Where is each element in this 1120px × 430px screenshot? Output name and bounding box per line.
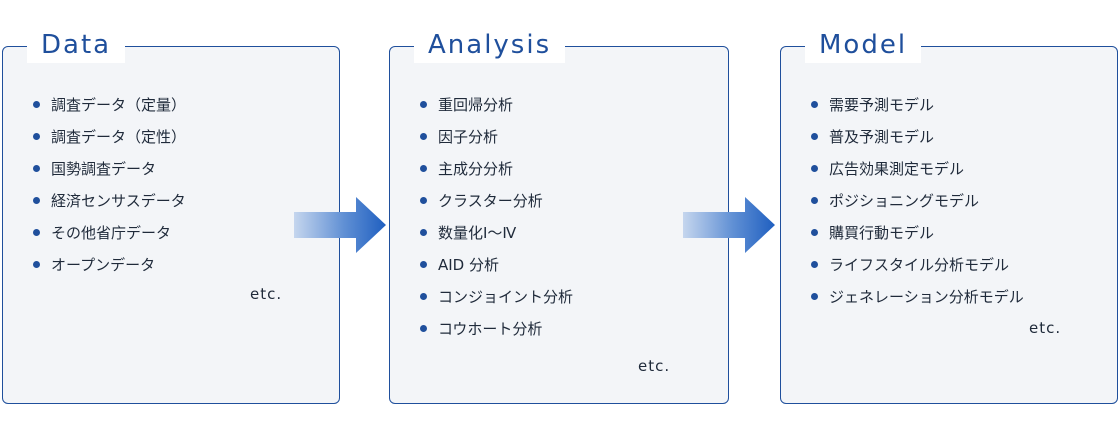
item-label: コウホート分析 [438, 320, 543, 338]
item-label: 調査データ（定量） [51, 96, 187, 114]
list-item: コウホート分析 [420, 313, 573, 345]
list-item: ライフスタイル分析モデル [811, 249, 1024, 281]
list-item: AID 分析 [420, 249, 573, 281]
dot-bullet-icon [33, 261, 40, 268]
dot-bullet-icon [33, 101, 40, 108]
list-item: 需要予測モデル [811, 89, 1024, 121]
item-label: 購買行動モデル [829, 224, 935, 242]
right-arrow-icon [683, 197, 775, 253]
dot-bullet-icon [420, 197, 427, 204]
item-label: 因子分析 [438, 128, 499, 146]
dot-bullet-icon [811, 133, 818, 140]
dot-bullet-icon [420, 325, 427, 332]
list-item: 重回帰分析 [420, 89, 573, 121]
item-label: ジェネレーション分析モデル [829, 288, 1024, 306]
dot-bullet-icon [811, 229, 818, 236]
model-panel: Model 需要予測モデル 普及予測モデル 広告効果測定モデル ポジショニングモ… [780, 27, 1118, 404]
list-item: クラスター分析 [420, 185, 573, 217]
dot-bullet-icon [811, 261, 818, 268]
panel-title: Data [27, 27, 126, 63]
list-item: オープンデータ [33, 249, 186, 281]
list-item: 数量化Ⅰ～Ⅳ [420, 217, 573, 249]
dot-bullet-icon [420, 229, 427, 236]
item-label: 数量化Ⅰ～Ⅳ [438, 224, 517, 242]
list-item: 主成分分析 [420, 153, 573, 185]
panel-title: Analysis [414, 27, 566, 63]
item-list: 調査データ（定量） 調査データ（定性） 国勢調査データ 経済センサスデータ その… [33, 89, 186, 281]
dot-bullet-icon [811, 101, 818, 108]
list-item: 調査データ（定量） [33, 89, 186, 121]
right-arrow-icon [294, 197, 386, 253]
data-panel: Data 調査データ（定量） 調査データ（定性） 国勢調査データ 経済センサスデ… [2, 27, 340, 404]
analysis-panel: Analysis 重回帰分析 因子分析 主成分分析 クラスター分析 数量化Ⅰ～Ⅳ… [389, 27, 729, 404]
item-label: 需要予測モデル [829, 96, 935, 114]
item-label: クラスター分析 [438, 192, 543, 210]
dot-bullet-icon [420, 133, 427, 140]
item-label: オープンデータ [51, 256, 156, 274]
item-label: 重回帰分析 [438, 96, 514, 114]
dot-bullet-icon [811, 293, 818, 300]
list-item: 購買行動モデル [811, 217, 1024, 249]
etc-label: etc. [250, 285, 283, 303]
dot-bullet-icon [420, 293, 427, 300]
item-label: 普及予測モデル [829, 128, 935, 146]
list-item: 調査データ（定性） [33, 121, 186, 153]
list-item: コンジョイント分析 [420, 281, 573, 313]
item-label: コンジョイント分析 [438, 288, 574, 306]
list-item: 因子分析 [420, 121, 573, 153]
dot-bullet-icon [420, 165, 427, 172]
item-label: 調査データ（定性） [51, 128, 187, 146]
etc-label: etc. [1029, 319, 1062, 337]
item-label: AID 分析 [438, 256, 500, 274]
item-label: ポジショニングモデル [829, 192, 980, 210]
panel-title: Model [805, 27, 922, 63]
list-item: ジェネレーション分析モデル [811, 281, 1024, 313]
list-item: ポジショニングモデル [811, 185, 1024, 217]
item-list: 需要予測モデル 普及予測モデル 広告効果測定モデル ポジショニングモデル 購買行… [811, 89, 1024, 313]
dot-bullet-icon [33, 165, 40, 172]
dot-bullet-icon [33, 229, 40, 236]
item-label: 広告効果測定モデル [829, 160, 965, 178]
list-item: 経済センサスデータ [33, 185, 186, 217]
dot-bullet-icon [420, 101, 427, 108]
item-label: その他省庁データ [51, 224, 172, 242]
dot-bullet-icon [420, 261, 427, 268]
item-list: 重回帰分析 因子分析 主成分分析 クラスター分析 数量化Ⅰ～Ⅳ AID 分析 コ… [420, 89, 573, 345]
dot-bullet-icon [33, 133, 40, 140]
list-item: 国勢調査データ [33, 153, 186, 185]
dot-bullet-icon [33, 197, 40, 204]
etc-label: etc. [638, 357, 671, 375]
dot-bullet-icon [811, 165, 818, 172]
dot-bullet-icon [811, 197, 818, 204]
item-label: ライフスタイル分析モデル [829, 256, 1010, 274]
item-label: 経済センサスデータ [51, 192, 186, 210]
list-item: その他省庁データ [33, 217, 186, 249]
item-label: 国勢調査データ [51, 160, 157, 178]
list-item: 広告効果測定モデル [811, 153, 1024, 185]
item-label: 主成分分析 [438, 160, 514, 178]
list-item: 普及予測モデル [811, 121, 1024, 153]
